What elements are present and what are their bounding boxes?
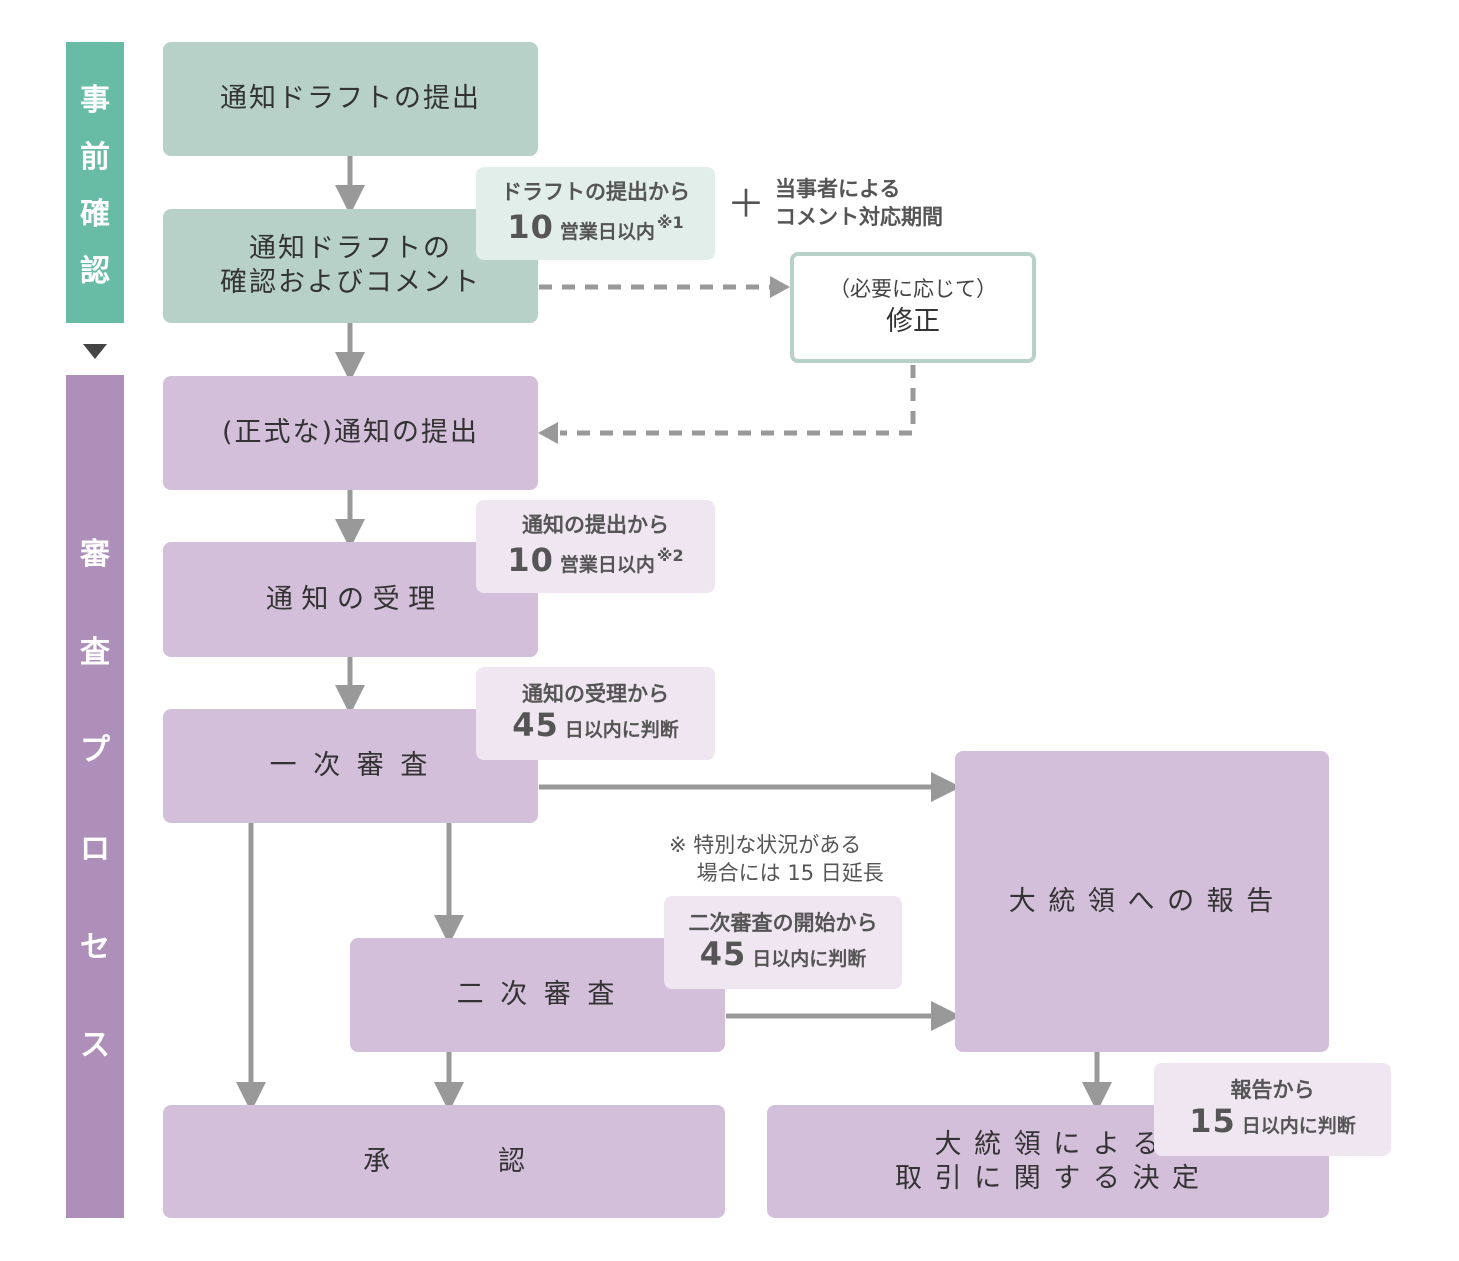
box-draft-review: 通知ドラフトの 確認およびコメント <box>163 209 538 323</box>
dashed-revision-to-formal <box>560 365 916 436</box>
phase-review-char: ロ <box>80 831 110 867</box>
revision-label: 修正 <box>886 305 940 337</box>
phase-pre-char: 認 <box>80 254 110 289</box>
note-draft-mark: ※1 <box>656 213 684 232</box>
box-revision: （必要に応じて） 修正 <box>790 252 1036 363</box>
note-first-unit: 日以内に判断 <box>564 719 679 741</box>
revision-condition: （必要に応じて） <box>829 276 997 301</box>
box-draft-submission: 通知ドラフトの提出 <box>163 42 538 156</box>
phase-pre-char: 事 <box>80 83 110 118</box>
note-acceptance-line1: 通知の提出から <box>522 513 669 537</box>
note-second-line1: 二次審査の開始から <box>688 911 878 935</box>
box-second-review: 二 次 審 査 <box>350 938 725 1052</box>
phase-pre-char: 前 <box>80 140 110 175</box>
note-first-line1: 通知の受理から <box>522 682 669 706</box>
box-report-to-president: 大 統 領 へ の 報 告 <box>955 751 1329 1052</box>
note-draft-number: 10 <box>507 208 554 246</box>
note-decision-unit: 日以内に判断 <box>1241 1115 1356 1137</box>
plus-sign: ＋ <box>726 182 765 226</box>
phase-review-char: 審 <box>80 537 110 573</box>
phase-pre-confirmation: 事 前 確 認 <box>66 42 124 323</box>
phase-transition-triangle <box>83 344 107 359</box>
note-decision-number: 15 <box>1189 1102 1236 1140</box>
note-decision-line1: 報告から <box>1230 1078 1315 1102</box>
phase-review-char: セ <box>80 929 110 965</box>
note-acceptance-number: 10 <box>507 541 554 579</box>
dashed-arrowhead-formal <box>538 422 558 444</box>
box-acceptance: 通 知 の 受 理 <box>163 542 538 657</box>
phase-review-char: プ <box>80 733 110 769</box>
box-first-review: 一 次 審 査 <box>163 709 538 823</box>
special-extension-note: ※ 特別な状況がある 場合には 15 日延長 <box>669 833 884 885</box>
dashed-arrowhead-revision <box>770 276 790 298</box>
note-acceptance-unit: 営業日以内 <box>559 554 655 576</box>
note-second-number: 45 <box>699 935 747 973</box>
phase-review-char: ス <box>80 1027 110 1063</box>
note-draft-unit: 営業日以内 <box>559 221 655 243</box>
box-formal-submission: (正式な)通知の提出 <box>163 376 538 490</box>
note-acceptance-mark: ※2 <box>656 546 684 565</box>
phase-pre-char: 確 <box>80 197 110 232</box>
phase-review-process: 審 査 プ ロ セ ス <box>66 375 124 1218</box>
phase-review-char: 査 <box>80 635 110 671</box>
note-second-unit: 日以内に判断 <box>752 948 867 970</box>
note-draft-line1: ドラフトの提出から <box>501 180 690 204</box>
party-comment-period: 当事者による コメント対応期間 <box>775 177 943 229</box>
note-first-number: 45 <box>512 706 559 744</box>
box-approval: 承 認 <box>163 1105 725 1218</box>
